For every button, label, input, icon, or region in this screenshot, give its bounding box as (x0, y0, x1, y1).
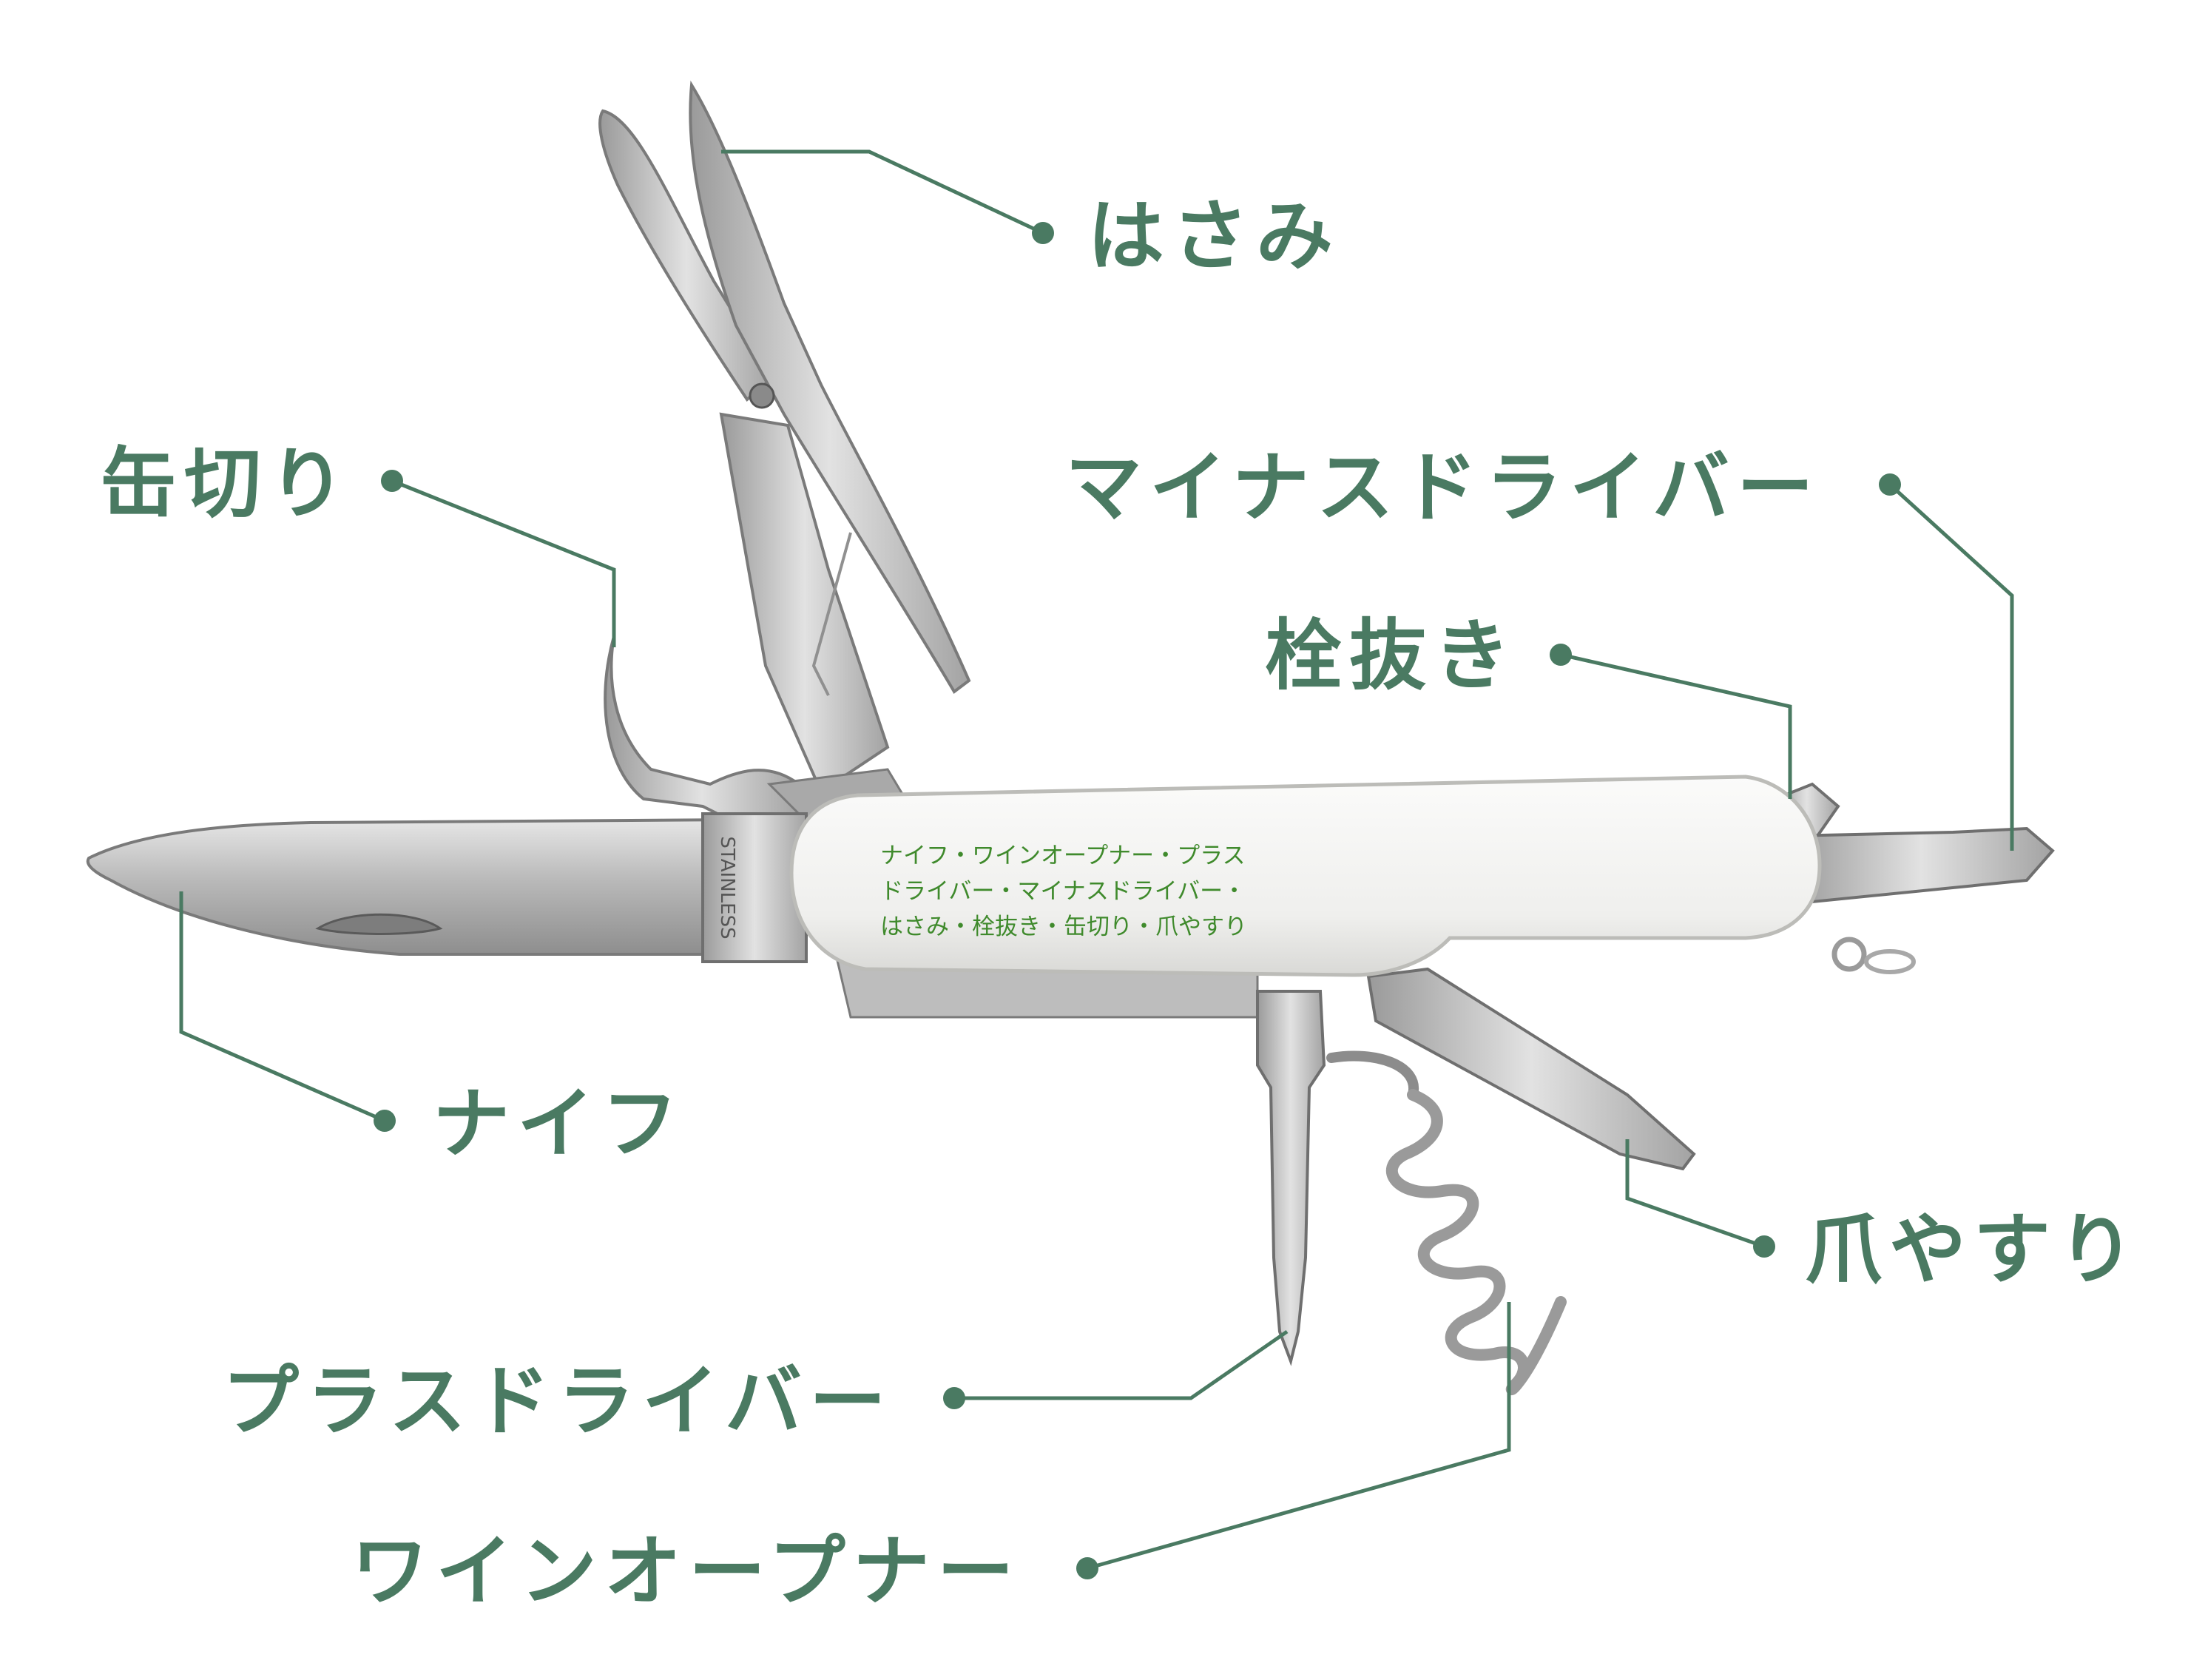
label-knife: ナイフ (433, 1079, 686, 1169)
dot-corkscrew (1076, 1557, 1098, 1579)
leader-nail-file (1625, 1139, 1765, 1249)
scissors-pivot (749, 382, 775, 409)
scissors-blade-right (689, 80, 971, 694)
label-scissors: はさみ (1087, 191, 1340, 281)
leader-flathead (1888, 483, 2014, 851)
label-nail-file: 爪やすり (1805, 1204, 2142, 1295)
dot-bottle-opener (1550, 644, 1572, 666)
can-opener-blade (604, 635, 800, 823)
dot-knife (374, 1110, 396, 1132)
handle-text-line2: ドライバー・マイナスドライバー・ (880, 878, 1246, 905)
handle-text-line3: はさみ・栓抜き・缶切り・爪やすり (880, 914, 1247, 940)
label-bottle-opener: 栓抜き (1265, 610, 1518, 701)
leader-knife (179, 891, 385, 1123)
dot-scissors (1032, 222, 1054, 244)
phillips-screwdriver (1256, 990, 1326, 1366)
key-ring (1831, 937, 1867, 972)
handle-text-line1: ナイフ・ワインオープナー・プラス (880, 843, 1246, 869)
handle-body (789, 775, 1822, 977)
corkscrew-shank (1326, 1050, 1419, 1100)
leader-corkscrew (1087, 1302, 1511, 1571)
label-corkscrew: ワインオープナー (351, 1526, 1022, 1616)
callouts: はさみ 缶切り マイナスドライバー 栓抜き ナイフ 爪やすり プラスドライバー … (100, 149, 2142, 1616)
corkscrew-spiral (1385, 1089, 1567, 1395)
blade-marking: STAINLESS (716, 836, 738, 939)
dot-nail-file (1753, 1235, 1775, 1258)
label-flathead: マイナスドライバー (1065, 442, 1821, 533)
knife-blade (86, 817, 741, 956)
dot-can-opener (381, 470, 403, 492)
knife-nail-nick (315, 913, 443, 935)
nail-file (1366, 967, 1696, 1171)
dot-flathead (1879, 473, 1901, 496)
label-phillips: プラスドライバー (222, 1356, 894, 1446)
label-can-opener: 缶切り (100, 439, 353, 529)
scissors-shank (719, 412, 890, 794)
key-ring-link (1864, 949, 1916, 974)
flathead-screwdriver (1788, 826, 2055, 905)
leader-phillips (954, 1329, 1289, 1400)
scissors-blade-left (598, 109, 775, 402)
leader-scissors (721, 149, 1044, 235)
leader-bottle-opener (1560, 652, 1792, 799)
knife-illustration: STAINLESS ナイフ・ワインオープナー・プラス ドライバー・マイナスドライ… (86, 80, 2055, 1395)
scissors-spring (811, 532, 852, 696)
leader-can-opener (391, 479, 616, 647)
knife-bolster (701, 812, 808, 963)
dot-phillips (943, 1387, 965, 1409)
